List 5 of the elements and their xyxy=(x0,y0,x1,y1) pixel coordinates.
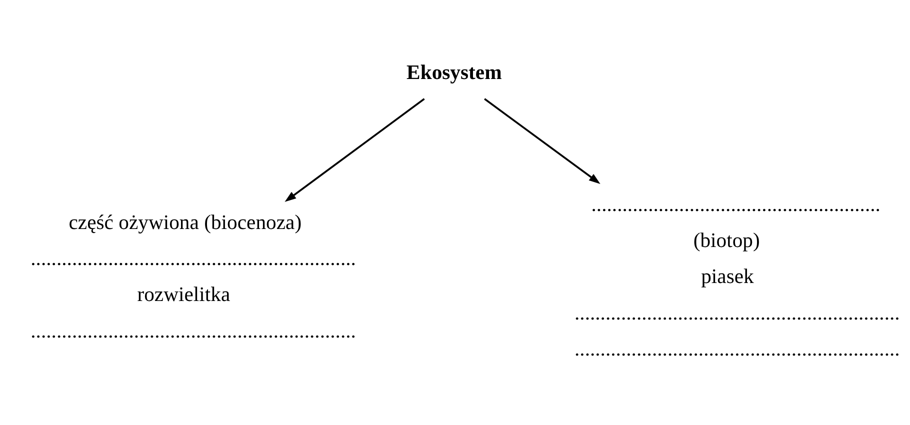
node-text: Ekosystem xyxy=(406,62,502,84)
arrow xyxy=(484,98,600,184)
node-text: część ożywiona (biocenoza) ............................................................... rozwielitka ............................................................... xyxy=(30,211,356,342)
node-text: ........................................................ (biotop) piasek ............................................................... ............................................................... xyxy=(574,193,900,360)
arrow xyxy=(284,98,425,202)
